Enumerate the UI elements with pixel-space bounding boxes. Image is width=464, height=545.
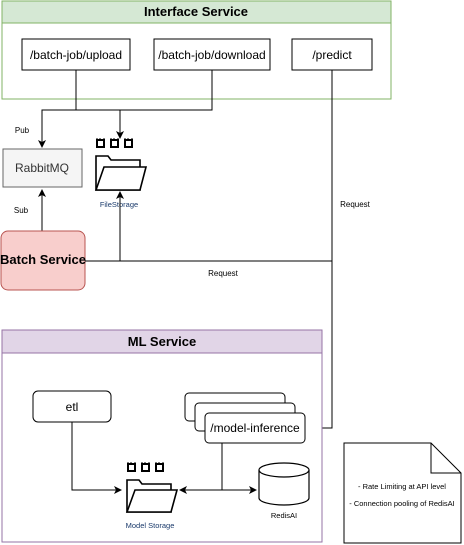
note-card: - Rate Limiting at API level - Connectio… — [343, 442, 462, 544]
redisai-node[interactable]: RedisAI — [258, 462, 310, 520]
request-batch-label: Request — [208, 269, 239, 278]
interface-service-title: Interface Service — [144, 4, 248, 19]
etl-node[interactable]: etl — [32, 390, 112, 423]
database-cylinder-icon — [258, 462, 310, 506]
file-storage-label: FileStorage — [100, 200, 138, 209]
rabbitmq-label: RabbitMQ — [15, 161, 69, 175]
folder-chip-icon — [94, 138, 148, 191]
etl-label: etl — [66, 400, 79, 414]
rabbitmq-node[interactable]: RabbitMQ — [2, 148, 83, 188]
note-line-1: - Rate Limiting at API level — [358, 482, 446, 491]
endpoint-predict[interactable]: /predict — [291, 38, 373, 71]
endpoint-download-label: /batch-job/download — [158, 48, 265, 62]
batch-service-label: Batch Service — [0, 252, 86, 267]
request-predict-label: Request — [340, 200, 371, 209]
file-storage-node[interactable]: FileStorage — [94, 138, 148, 209]
pub-label: Pub — [15, 126, 30, 135]
model-inference-node[interactable]: /model-inference — [184, 392, 306, 444]
model-storage-node[interactable]: Model Storage — [125, 462, 179, 530]
model-storage-label: Model Storage — [126, 521, 175, 530]
ml-service-title: ML Service — [128, 334, 196, 349]
endpoint-predict-label: /predict — [312, 48, 352, 62]
sub-label: Sub — [14, 206, 29, 215]
endpoint-download[interactable]: /batch-job/download — [153, 38, 271, 71]
model-inference-label: /model-inference — [210, 421, 300, 435]
folder-chip-icon — [125, 462, 179, 513]
model-storage-connectors — [71, 422, 257, 494]
endpoint-upload-label: /batch-job/upload — [30, 48, 122, 62]
endpoint-upload[interactable]: /batch-job/upload — [21, 38, 131, 71]
batch-service-node[interactable]: Batch Service — [0, 230, 86, 291]
note-line-2: - Connection pooling of RedisAI — [349, 499, 454, 508]
redisai-label: RedisAI — [271, 511, 297, 520]
upload-download-connectors — [38, 70, 213, 148]
